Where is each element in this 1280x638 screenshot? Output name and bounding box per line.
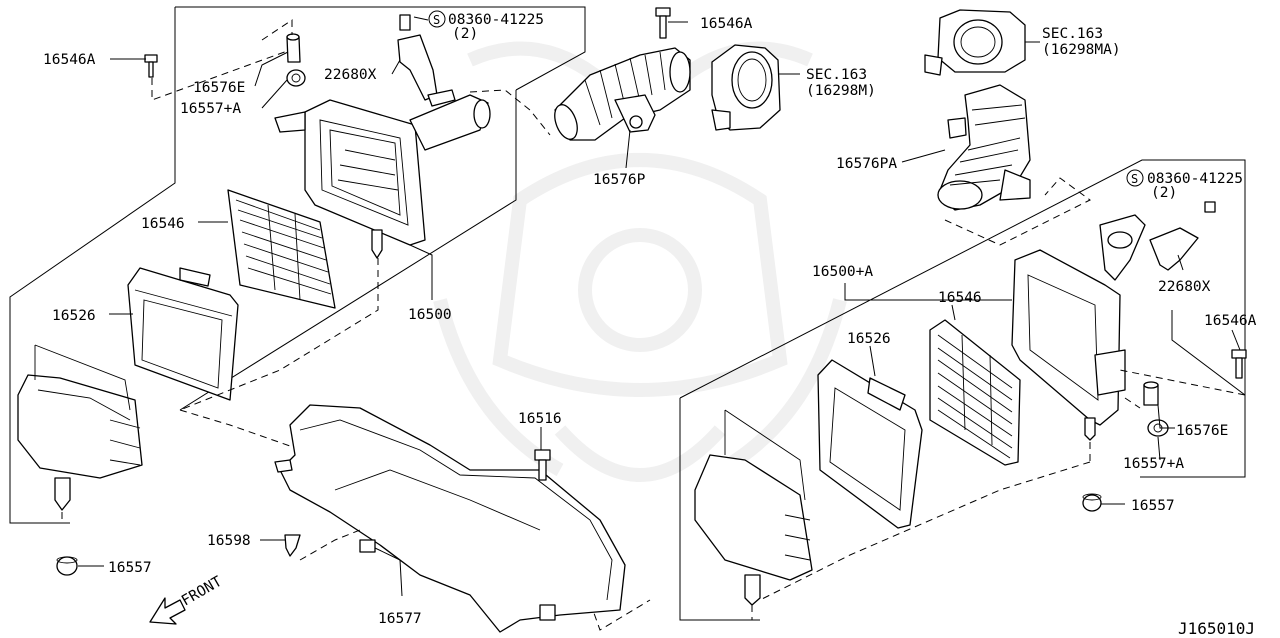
right-hose-dashed-connector: [944, 177, 1091, 246]
leader-lines: [78, 16, 1241, 597]
bolt-16546a-left: [144, 49, 291, 101]
left-dashed-connectors: [179, 89, 651, 631]
air-cleaner-lower-right: [694, 409, 813, 620]
grommet-16557-left: [56, 556, 78, 576]
maf-sensor-22680x-left: [397, 14, 456, 107]
label-08360-left-qty: (2): [452, 26, 478, 42]
filter-frame-16526-right: [817, 359, 923, 529]
filter-element-16546-right: [929, 319, 1021, 466]
svg-text:S: S: [433, 13, 440, 27]
label-16546a-top-left: 16546A: [43, 52, 96, 68]
grommet-16557-right: [1082, 493, 1102, 512]
clip-16598: [284, 529, 361, 561]
screw-spec-icon-right: S: [1126, 169, 1144, 187]
label-16546-left: 16546: [141, 216, 185, 232]
label-22680x-left: 22680X: [324, 67, 377, 83]
label-16557-left: 16557: [108, 560, 152, 576]
bolt-16546a-top: [655, 7, 671, 39]
throttle-body-sec163-right: [711, 44, 781, 131]
label-16526-right: 16526: [847, 331, 891, 347]
label-08360-right-qty: (2): [1151, 185, 1177, 201]
left-assembly-frame: [9, 6, 586, 524]
right-dashed-connectors: [759, 461, 1091, 601]
label-08360-right: 08360-41225: [1147, 171, 1243, 187]
label-16557-right: 16557: [1131, 498, 1175, 514]
label-16500a: 16500+A: [812, 264, 873, 280]
label-16577: 16577: [378, 611, 422, 627]
air-cleaner-lower-left: [17, 344, 143, 523]
air-duct-16577: [274, 404, 626, 633]
filter-frame-16526-left: [127, 267, 239, 401]
svg-text:S: S: [1131, 172, 1138, 186]
maf-sensor-22680x-right: [1149, 201, 1216, 271]
label-16598: 16598: [207, 533, 251, 549]
label-sec163-right-sub: (16298M): [806, 83, 876, 99]
filter-element-16546-left: [227, 189, 336, 309]
label-16500: 16500: [408, 307, 452, 323]
right-assembly-frame: [679, 159, 1246, 621]
inlet-hose-16576pa: [937, 84, 1031, 211]
bolt-16516: [534, 449, 551, 481]
label-16557a-left: 16557+A: [180, 101, 241, 117]
label-16557a-right: 16557+A: [1123, 456, 1184, 472]
air-cleaner-upper-16500a: [1011, 214, 1146, 462]
label-sec163-top-right: SEC.163: [1042, 26, 1103, 42]
label-16576e-left: 16576E: [193, 80, 245, 96]
label-16546a-right: 16546A: [1204, 313, 1257, 329]
label-16526-left: 16526: [52, 308, 96, 324]
grommet-16576e-left: [261, 19, 306, 87]
label-sec163-top-right-sub: (16298MA): [1042, 42, 1121, 58]
label-16546a-top: 16546A: [700, 16, 753, 32]
label-16576pa: 16576PA: [836, 156, 897, 172]
throttle-body-sec163-top-right: [924, 9, 1026, 76]
inlet-hose-16576p: [554, 47, 691, 141]
front-direction-arrow-icon: [149, 597, 186, 625]
screw-spec-icon-left: S: [428, 10, 446, 28]
label-16576p: 16576P: [593, 172, 646, 188]
label-22680x-right: 22680X: [1158, 279, 1211, 295]
label-16576e-right: 16576E: [1176, 423, 1228, 439]
diagram-code: J165010J: [1178, 619, 1255, 638]
front-label: FRONT: [179, 574, 225, 610]
label-sec163-right: SEC.163: [806, 67, 867, 83]
label-08360-left: 08360-41225: [448, 12, 544, 28]
label-16546-right: 16546: [938, 290, 982, 306]
label-16516: 16516: [518, 411, 562, 427]
air-cleaner-upper-16500: [274, 94, 491, 259]
bolt-16546a-right: [1119, 349, 1247, 396]
